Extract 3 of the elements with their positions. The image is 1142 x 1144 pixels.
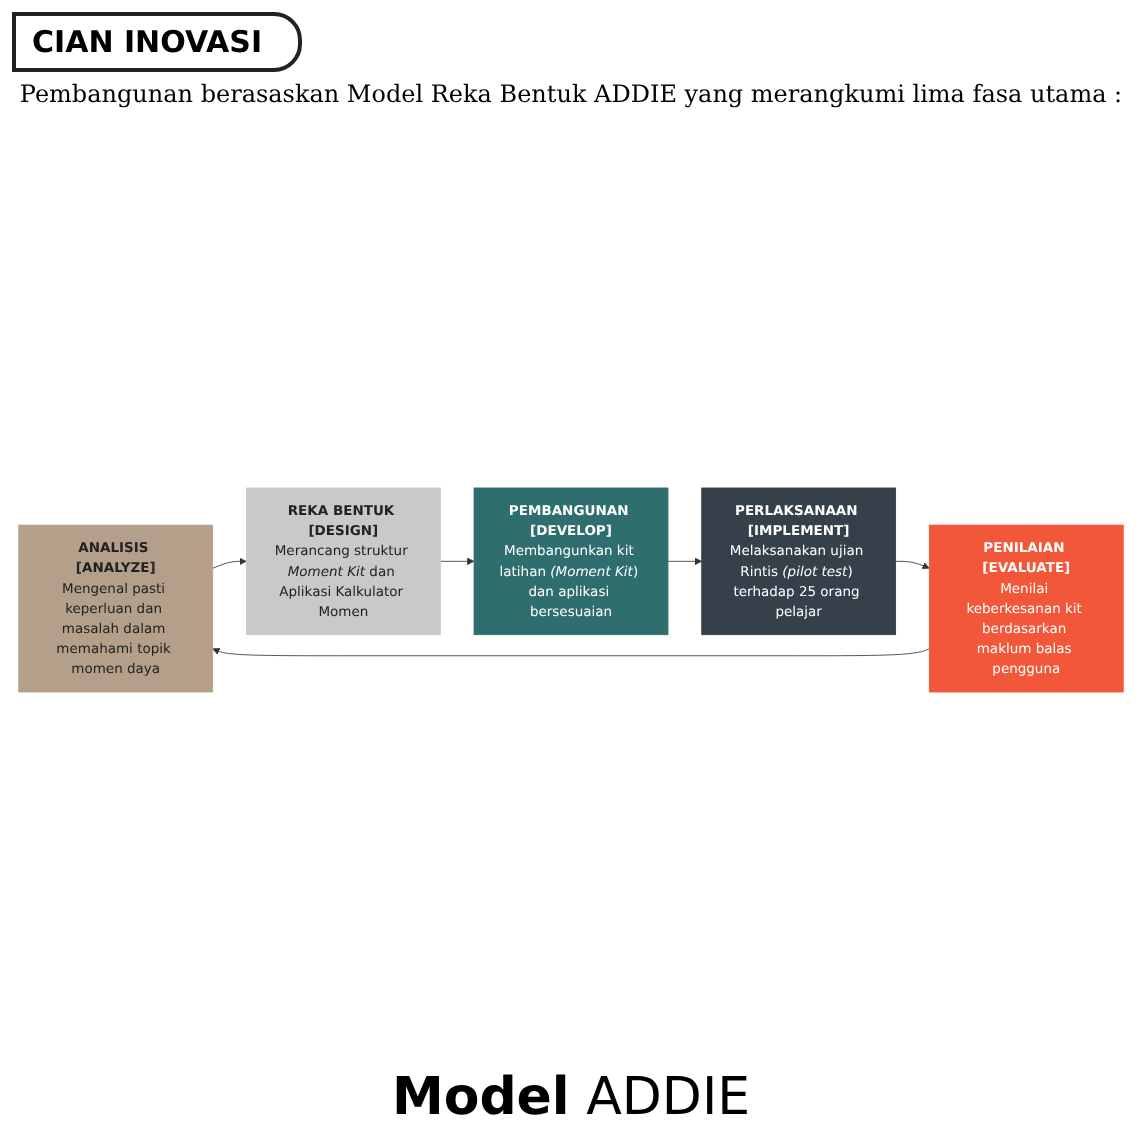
center-heading: Model ADDIE [391, 1068, 751, 1128]
subtitle-text: Pembangunan berasaskan Model Reka Bentuk ADDIE yang merangkumi lima fasa utama : [19, 80, 1123, 108]
title-tab: CIAN INOVASI [12, 12, 303, 72]
